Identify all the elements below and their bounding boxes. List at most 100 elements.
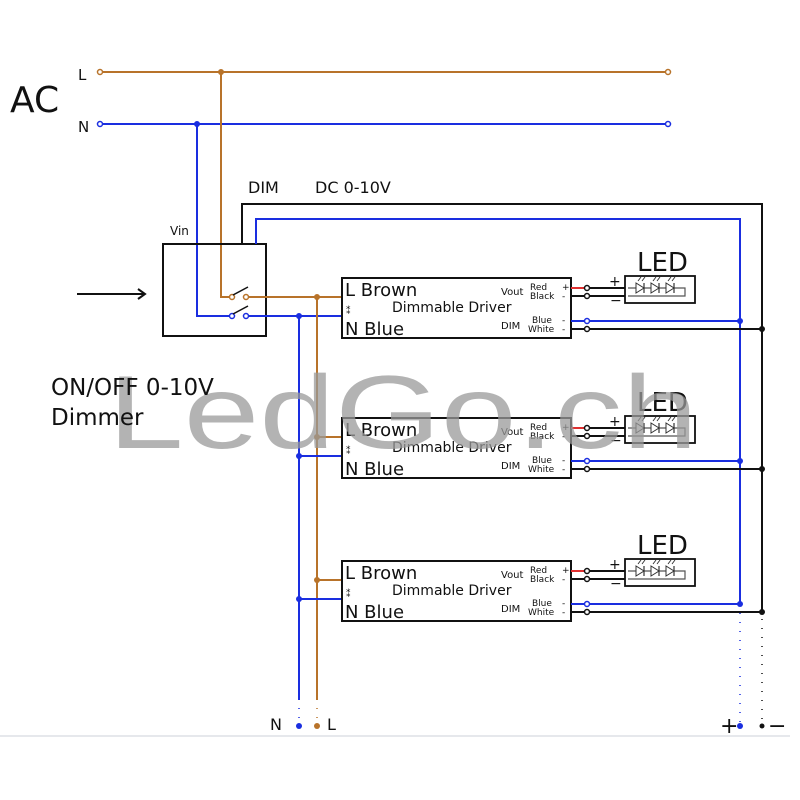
switch-n-out: [242, 312, 250, 320]
driver-blue-label: Blue: [532, 456, 552, 466]
bottom-n-terminal: [296, 723, 302, 729]
black-terminal: [583, 575, 591, 583]
led-diode-icon: [635, 276, 646, 294]
driver-red-plus: +: [562, 283, 570, 293]
bottom-n-label: N: [270, 715, 282, 734]
driver-name: Dimmable Driver: [392, 583, 512, 599]
driver-red-label: Red: [530, 566, 547, 576]
driver-black-label: Black: [530, 432, 555, 442]
driver-blue-label: Blue: [532, 599, 552, 609]
driver-box: [341, 417, 572, 479]
blue-terminal: [583, 317, 591, 325]
red-terminal: [583, 567, 591, 575]
driver-white-label: White: [528, 325, 555, 335]
line-bus-junction: [314, 577, 320, 583]
dim-positive-bus: [255, 218, 741, 604]
dimmer-neutral-feed: [196, 124, 232, 317]
dimmer-dim-label: DIM: [248, 178, 279, 197]
driver-black-label: Black: [530, 292, 555, 302]
neutral-bus-junction: [296, 596, 302, 602]
driver-red-label: Red: [530, 423, 547, 433]
switch-l-lever: [232, 286, 249, 296]
black-terminal: [583, 432, 591, 440]
bottom-l-label: L: [327, 715, 336, 734]
dim-negative-junction: [759, 466, 765, 472]
led-diode-icon: [650, 276, 661, 294]
led-title: LED: [637, 248, 688, 278]
ac-title: AC: [10, 80, 59, 121]
ac-line-label: L: [78, 66, 87, 84]
driver-vout-label: Vout: [501, 570, 524, 581]
driver-n-label: N Blue: [345, 459, 404, 480]
driver-black-label: Black: [530, 575, 555, 585]
led-title: LED: [637, 531, 688, 561]
led-title: LED: [637, 388, 688, 418]
led-minus-label: −: [610, 576, 622, 592]
red-terminal: [583, 284, 591, 292]
white-terminal: [583, 465, 591, 473]
driver-box: [341, 560, 572, 622]
driver-dim-label: DIM: [501, 321, 520, 332]
driver-vout-label: Vout: [501, 427, 524, 438]
red-terminal: [583, 424, 591, 432]
led-diode-icon: [665, 559, 676, 577]
ground-symbol: ⁑: [346, 305, 351, 317]
footer-divider: [0, 735, 790, 737]
dim-negative-bus: [241, 203, 763, 610]
neutral-bus-junction: [296, 453, 302, 459]
driver-n-label: N Blue: [345, 602, 404, 623]
blue-terminal: [583, 600, 591, 608]
white-terminal: [583, 608, 591, 616]
led-diode-icon: [650, 559, 661, 577]
black-terminal: [583, 292, 591, 300]
driver-red-plus: +: [562, 423, 570, 433]
led-plus-label: +: [609, 274, 621, 290]
dimmer-caption-line2: Dimmer: [51, 405, 144, 431]
line-bus-junction: [314, 434, 320, 440]
led-plus-label: +: [609, 414, 621, 430]
dimmer-dc-label: DC 0-10V: [315, 178, 391, 197]
driver-dim-label: DIM: [501, 604, 520, 615]
led-module-box: [624, 275, 696, 304]
driver-l-label: L Brown: [345, 563, 417, 584]
driver-n-label: N Blue: [345, 319, 404, 340]
watermark: LedGo.ch: [108, 355, 698, 471]
driver-blue-minus: -: [562, 599, 565, 609]
driver-white-minus: -: [562, 325, 565, 335]
driver-blue-label: Blue: [532, 316, 552, 326]
bottom-plus-terminal: [737, 723, 743, 729]
driver-red-label: Red: [530, 283, 547, 293]
dim-positive-junction: [737, 458, 743, 464]
ac-neutral-terminal-left: [96, 120, 104, 128]
arrow-icon: [137, 288, 147, 300]
led-minus-label: −: [610, 293, 622, 309]
dimmer-box: [162, 243, 267, 337]
driver-red-plus: +: [562, 566, 570, 576]
led-diode-icon: [650, 416, 661, 434]
driver-unit: L Brown N Blue ⁑ Dimmable Driver Vout RedBlac…: [296, 531, 765, 623]
switch-l-in: [228, 293, 236, 301]
ac-line-terminal-left: [96, 68, 104, 76]
led-plus-label: +: [609, 557, 621, 573]
led-diode-icon: [665, 416, 676, 434]
white-terminal: [583, 325, 591, 333]
dim-positive-junction: [737, 318, 743, 324]
switch-n-in: [228, 312, 236, 320]
ac-neutral-label: N: [78, 118, 89, 136]
dimmer-line-feed: [220, 72, 232, 298]
led-minus-label: −: [610, 433, 622, 449]
led-diode-icon: [665, 276, 676, 294]
driver-box: [341, 277, 572, 339]
dimmer-caption-line1: ON/OFF 0-10V: [51, 375, 214, 401]
ac-neutral-terminal-right: [664, 120, 672, 128]
driver-blue-minus: -: [562, 456, 565, 466]
ground-symbol: ⁑: [346, 445, 351, 457]
led-diode-icon: [635, 416, 646, 434]
ground-symbol: ⁑: [346, 588, 351, 600]
driver-white-label: White: [528, 465, 555, 475]
driver-black-minus: -: [562, 292, 565, 302]
driver-dim-label: DIM: [501, 461, 520, 472]
